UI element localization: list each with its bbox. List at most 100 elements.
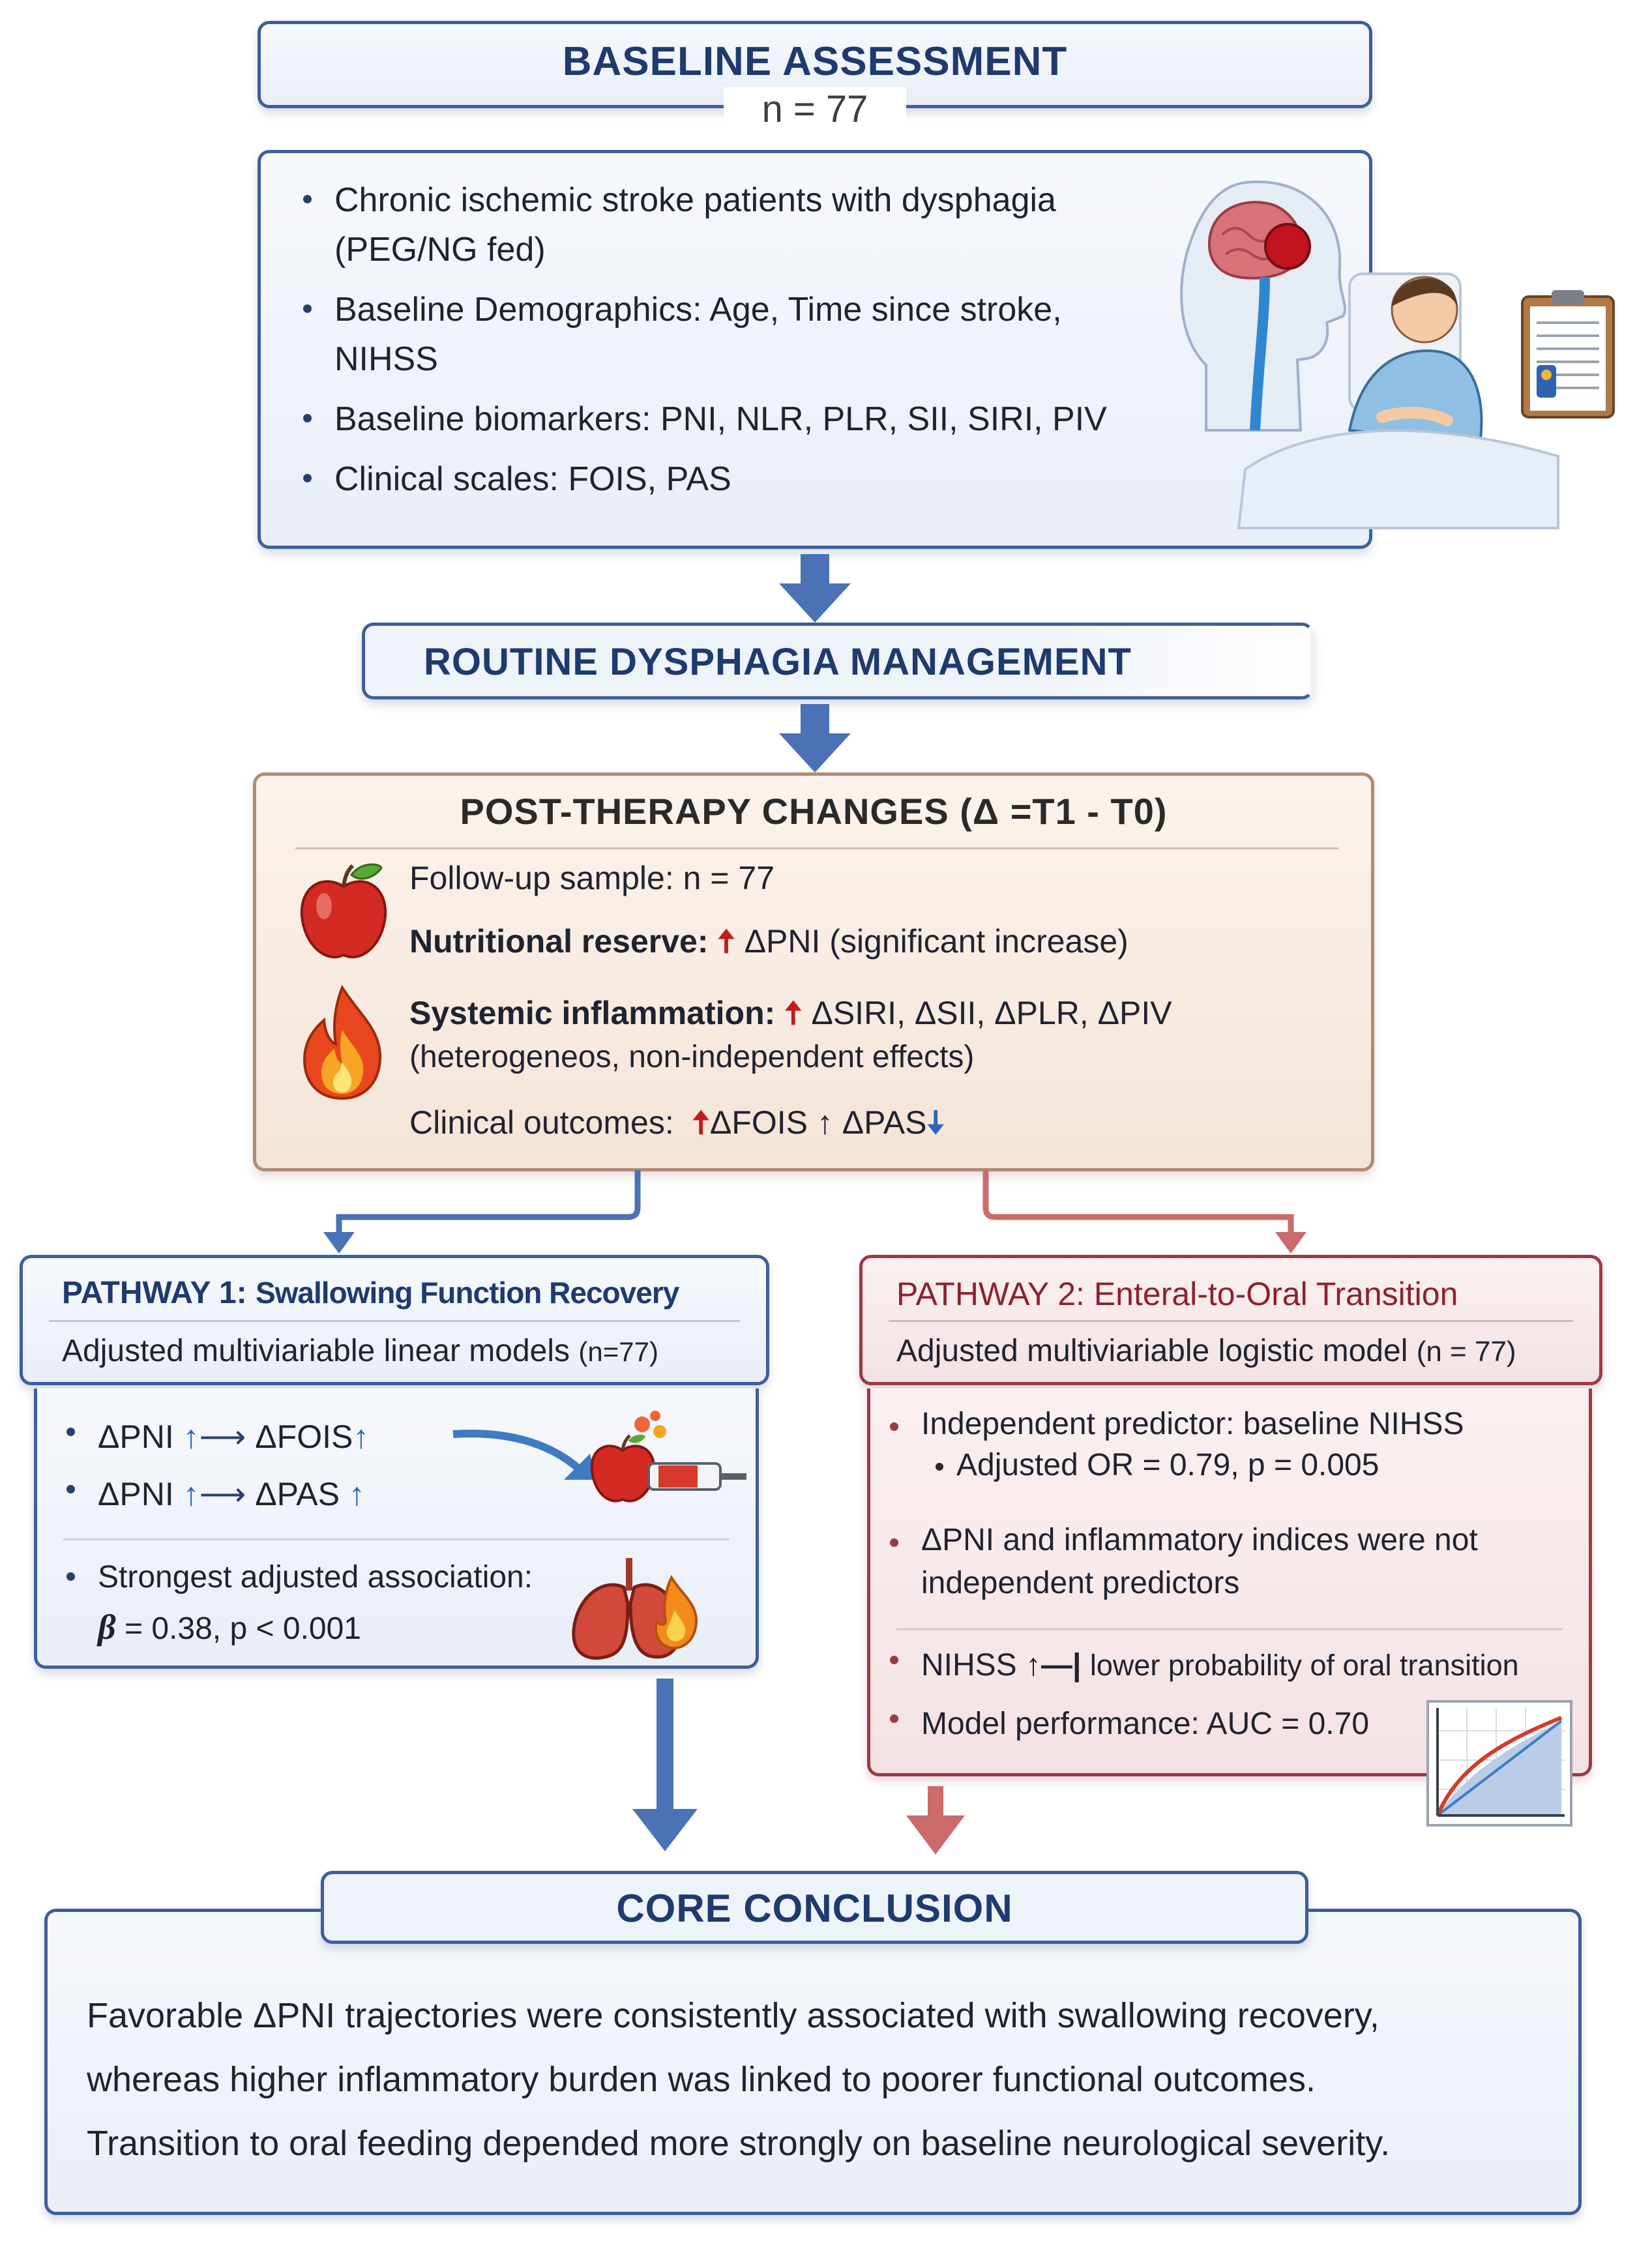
sub-bullet — [936, 1463, 943, 1471]
inflammation-note: (heterogeneos, non-independent effects) — [409, 1040, 975, 1074]
pathway2-list: Independent predictor: baseline NIHSS — [883, 1403, 1574, 1446]
conclusion-line-3: Transition to oral feeding depended more… — [87, 2124, 1391, 2163]
arrow-down-icon: 🠇 — [926, 1104, 945, 1141]
pathway2-down-arrow — [906, 1786, 965, 1855]
pathway1-list: ΔPNI ↑⟶ ΔFOIS↑ ΔPNI ↑⟶ ΔPAS ↑ — [60, 1408, 516, 1523]
management-box: ROUTINE DYSPHAGIA MANAGEMENT — [362, 623, 1314, 699]
pathway2-header-box: PATHWAY 2: Enteral-to-Oral Transition Ad… — [859, 1255, 1602, 1385]
pathway1-header-box: PATHWAY 1: Swallowing Function Recovery … — [20, 1255, 769, 1385]
patient-bed-icon — [1237, 272, 1559, 529]
pathway2-header-divider — [889, 1320, 1573, 1322]
pathway1-subtitle-text: Adjusted multiviariable linear models — [62, 1334, 570, 1368]
management-title: ROUTINE DYSPHAGIA MANAGEMENT — [424, 641, 1132, 683]
pnipas-b: ΔPAS — [255, 1476, 340, 1512]
pnifois-a: ΔPNI — [98, 1418, 174, 1455]
conclusion-line-2: whereas higher inflammatory burden was l… — [87, 2060, 1316, 2099]
arrow-up-icon: ↑ — [353, 1418, 370, 1455]
pathway1-title-b: Swallowing Function Recovery — [255, 1276, 679, 1310]
pathway2-not-indep: ΔPNI and inflammatory indices were not i… — [883, 1519, 1574, 1605]
baseline-content-box: Chronic ischemic stroke patients with dy… — [258, 150, 1372, 549]
not-indep-2: independent predictors — [921, 1566, 1240, 1600]
post-therapy-box: POST-THERAPY CHANGES (Δ =T1 - T0) Follow… — [253, 772, 1374, 1171]
inflammation-label: Systemic inflammation: — [409, 995, 776, 1031]
pathway1-title: PATHWAY 1: Swallowing Function Recovery — [62, 1275, 679, 1311]
pathway2-subtitle-n: (n = 77) — [1416, 1336, 1516, 1368]
pathway2-or: Adjusted OR = 0.79, p = 0.005 — [936, 1447, 1379, 1483]
pathway1-subtitle-n: (n=77) — [578, 1336, 658, 1367]
pathway2-nihss: NIHSS ↑—| lower probability of oral tran… — [883, 1636, 1587, 1695]
pathway2-title: PATHWAY 2: Enteral-to-Oral Transition — [896, 1276, 1458, 1312]
outcomes-line: Clinical outcomes: 🠅ΔFOIS ↑ ΔPAS🠇 — [409, 1099, 945, 1154]
branch-connectors — [323, 1170, 1306, 1254]
clipboard-icon — [1521, 290, 1615, 419]
pathway1-title-a: PATHWAY 1: — [62, 1276, 247, 1310]
pathway1-strongest: Strongest adjusted association: β = 0.38… — [60, 1553, 614, 1654]
conclusion-text: Favorable ΔPNI trajectories were consist… — [87, 1984, 1390, 2175]
strongest-label: Strongest adjusted association: — [98, 1560, 533, 1594]
pathway2-predictor: Independent predictor: baseline NIHSS — [883, 1403, 1574, 1446]
arrow-up-icon: ↑ — [1025, 1648, 1042, 1682]
inflammation-line: Systemic inflammation: 🠅 ΔSIRI, ΔSII, ΔP… — [409, 990, 1172, 1045]
outcomes-pas: ΔPAS — [842, 1104, 927, 1141]
flow-arrow — [779, 554, 851, 623]
pnipas-a: ΔPNI — [98, 1476, 174, 1512]
baseline-title: BASELINE ASSESSMENT — [562, 39, 1068, 84]
pathway2-subtitle-text: Adjusted multiviariable logistic model — [896, 1334, 1408, 1368]
followup-text: Follow-up sample: n = 77 — [409, 860, 775, 896]
conclusion-box: Favorable ΔPNI trajectories were consist… — [44, 1909, 1582, 2215]
pathway1-divider — [63, 1538, 730, 1540]
nutrition-label: Nutritional reserve: — [409, 923, 709, 960]
beta-symbol: β — [98, 1608, 116, 1647]
baseline-list: Chronic ischemic stroke patients with dy… — [297, 175, 1131, 504]
pathway1-subtitle: Adjusted multiviariable linear models (n… — [62, 1333, 658, 1369]
inhibit-arrow-icon: —| — [1041, 1648, 1082, 1682]
lungs-icon — [572, 1558, 698, 1660]
brain-head-icon — [1180, 180, 1347, 432]
pathway2-list-3: NIHSS ↑—| lower probability of oral tran… — [883, 1636, 1587, 1754]
pathway1-down-arrow — [632, 1679, 698, 1851]
arrow-up-icon: 🠅 — [717, 923, 735, 960]
pathway2-list-2: ΔPNI and inflammatory indices were not i… — [883, 1519, 1574, 1605]
long-arrow-icon: ⟶ — [199, 1418, 246, 1455]
baseline-item: Baseline biomarkers: PNI, NLR, PLR, SII,… — [297, 394, 1131, 444]
arrow-up-icon: 🠅 — [784, 995, 803, 1031]
arrow-up-icon: ↑ — [816, 1104, 833, 1141]
arrow-up-icon: ↑ — [183, 1418, 199, 1455]
not-indep-1: ΔPNI and inflammatory indices were not — [921, 1523, 1478, 1557]
baseline-item: Baseline Demographics: Age, Time since s… — [297, 285, 1131, 384]
arrow-up-icon: ↑ — [183, 1476, 199, 1512]
beta-value: = 0.38, p < 0.001 — [125, 1611, 361, 1646]
baseline-item: Chronic ischemic stroke patients with dy… — [297, 175, 1131, 274]
roc-curve-icon — [1426, 1700, 1572, 1827]
nutrition-line: Nutritional reserve: 🠅 ΔPNI (significant… — [409, 918, 1128, 973]
or-text: Adjusted OR = 0.79, p = 0.005 — [956, 1448, 1379, 1482]
pathway2-performance: Model performance: AUC = 0.70 — [883, 1695, 1587, 1754]
pathway1-list-2: Strongest adjusted association: β = 0.38… — [60, 1553, 614, 1654]
conclusion-title: CORE CONCLUSION — [616, 1887, 1013, 1930]
pathway1-item-pas: ΔPNI ↑⟶ ΔPAS ↑ — [60, 1465, 516, 1523]
curved-arrow-icon — [452, 1430, 597, 1480]
inflammation-text: ΔSIRI, ΔSII, ΔPLR, ΔPIV — [811, 995, 1172, 1031]
pnifois-b: ΔFOIS — [255, 1418, 353, 1455]
baseline-item: Clinical scales: FOIS, PAS — [297, 454, 1131, 504]
flame-icon — [302, 984, 382, 1100]
conclusion-title-box: CORE CONCLUSION — [321, 1871, 1308, 1944]
syringe-icon — [590, 1411, 746, 1503]
nihss-label: NIHSS — [921, 1648, 1017, 1682]
outcomes-fois: ΔFOIS — [709, 1104, 808, 1141]
long-arrow-icon: ⟶ — [199, 1476, 246, 1512]
arrow-up-icon: ↑ — [348, 1476, 365, 1512]
apple-icon — [300, 863, 387, 959]
baseline-n: n = 77 — [761, 88, 868, 130]
post-therapy-title: POST-THERAPY CHANGES (Δ =T1 - T0) — [460, 791, 1168, 832]
conclusion-line-1: Favorable ΔPNI trajectories were consist… — [87, 1996, 1379, 2035]
outcomes-label: Clinical outcomes: — [409, 1104, 674, 1141]
nihss-text: lower probability of oral transition — [1089, 1649, 1519, 1682]
nutrition-text: ΔPNI (significant increase) — [744, 923, 1128, 960]
arrow-up-icon: 🠅 — [692, 1104, 710, 1141]
flow-arrow — [779, 704, 851, 772]
pathway2-divider — [896, 1628, 1563, 1630]
post-divider — [295, 847, 1338, 849]
pathway1-header-divider — [49, 1320, 740, 1322]
pathway2-subtitle: Adjusted multiviariable logistic model (… — [896, 1333, 1516, 1369]
